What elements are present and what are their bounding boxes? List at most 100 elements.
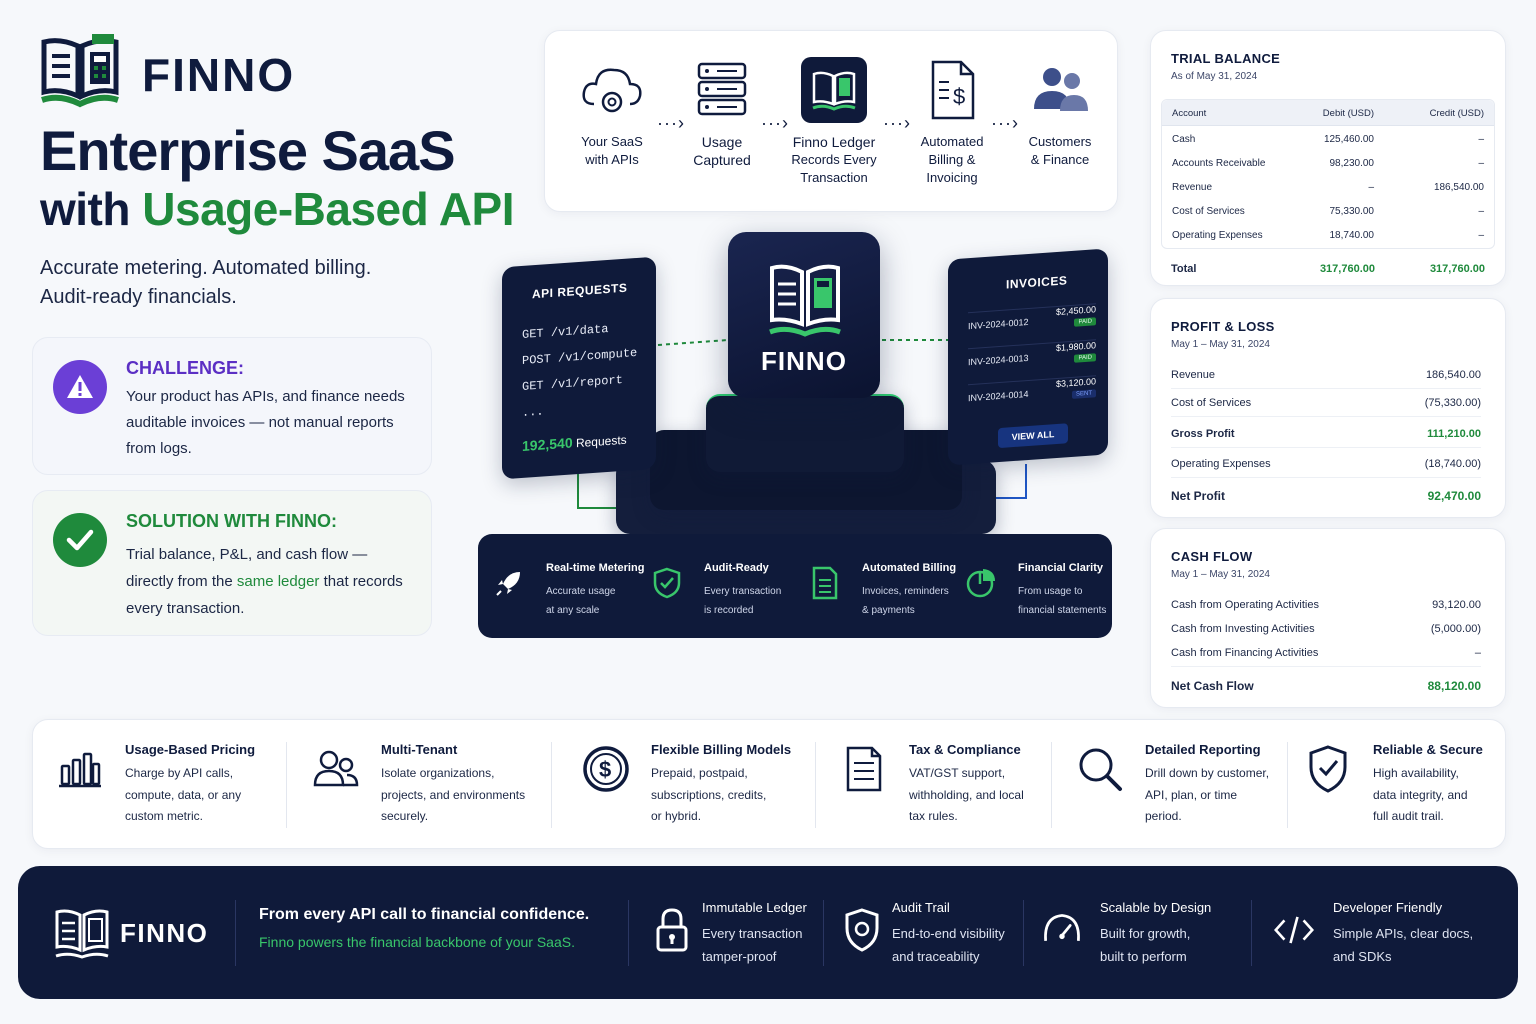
challenge-heading: CHALLENGE:	[126, 358, 244, 378]
pl-row: Operating Expenses(18,740.00)	[1171, 450, 1481, 478]
feature-title: Tax & Compliance	[909, 742, 1021, 757]
flow-step-line-2: with APIs	[585, 152, 639, 167]
api-path: /v1/data	[550, 321, 609, 340]
code-icon	[1274, 906, 1314, 954]
gauge-icon	[1042, 906, 1082, 954]
footer-item-desc-line: tamper-proof	[702, 948, 777, 964]
profit-loss-title: PROFIT & LOSS	[1171, 319, 1275, 334]
bar-chart-icon	[55, 744, 105, 794]
feature-title: Usage-Based Pricing	[125, 742, 256, 757]
api-path: /v1/report	[550, 372, 623, 392]
tagline-line-2: Audit-ready financials.	[40, 286, 237, 308]
footer-item-desc: Built for growth,built to perform	[1100, 923, 1190, 968]
feature-desc-line: Charge by API calls,	[125, 766, 234, 780]
cf-row: Cash from Financing Activities–	[1171, 639, 1481, 667]
dollar-coin-icon: $	[581, 744, 631, 794]
footer-item-desc-line: built to perform	[1100, 948, 1187, 964]
ledger-icon	[801, 57, 867, 123]
divider	[1287, 742, 1288, 828]
feature-title: Multi-Tenant	[381, 742, 458, 757]
column-header: Debit (USD)	[1322, 108, 1374, 119]
footer-item-desc-line: and SDKs	[1333, 948, 1392, 964]
cf-label: Cash from Investing Activities	[1171, 623, 1315, 635]
pl-label: Gross Profit	[1171, 428, 1235, 440]
feature-desc-line: Prepaid, postpaid,	[651, 766, 748, 780]
finno-core-tile: FINNO	[728, 232, 880, 398]
feature-desc-line: High availability,	[1373, 766, 1459, 780]
divider	[1023, 900, 1024, 966]
flow-step-line-1: Finno Ledger	[792, 134, 876, 150]
users-icon	[1027, 57, 1093, 123]
invoice-id: INV-2024-0013	[968, 352, 1029, 368]
check-circle-icon	[53, 513, 107, 567]
feature-desc: Charge by API calls,compute, data, or an…	[125, 763, 241, 828]
solution-card: SOLUTION WITH FINNO: Trial balance, P&L,…	[32, 490, 432, 636]
debit-value: 125,460.00	[1323, 134, 1374, 145]
solution-body-1: Trial balance, P&L, and cash flow — dire…	[126, 546, 368, 590]
challenge-card: CHALLENGE: Your product has APIs, and fi…	[32, 337, 432, 475]
capability-desc-line: & payments	[862, 605, 915, 616]
profit-loss-subtitle: May 1 – May 31, 2024	[1171, 339, 1270, 350]
view-all-button[interactable]: VIEW ALL	[998, 423, 1068, 449]
flow-step-line-2: Records Every	[791, 152, 877, 167]
pl-row: Cost of Services(75,330.00)	[1171, 389, 1481, 417]
rocket-icon	[492, 566, 526, 600]
divider	[815, 742, 816, 828]
feature-desc: Prepaid, postpaid,subscriptions, credits…	[651, 763, 766, 828]
feature-desc-line: period.	[1145, 809, 1182, 823]
platform-tier	[706, 394, 904, 472]
tagline-line-1: Accurate metering. Automated billing.	[40, 257, 372, 279]
feature-title: Flexible Billing Models	[651, 742, 792, 757]
http-method: GET	[522, 326, 544, 342]
server-icon	[689, 57, 755, 123]
request-count-value: 192,540	[522, 434, 573, 454]
divider	[286, 742, 287, 828]
footer-banner: FINNO From every API call to financial c…	[18, 866, 1518, 999]
cf-row: Cash from Investing Activities(5,000.00)	[1171, 615, 1481, 643]
total-debit: 317,760.00	[1319, 263, 1375, 275]
pl-value: (18,740.00)	[1424, 458, 1481, 470]
capability-desc-line: From usage to	[1018, 586, 1083, 597]
footer-item-desc-line: End-to-end visibility	[892, 926, 1005, 941]
http-method: POST	[522, 351, 551, 368]
api-panel-title: API REQUESTS	[532, 280, 628, 302]
capability-title: Real-time Metering	[546, 562, 645, 574]
ledger-icon	[768, 258, 842, 343]
divider	[551, 742, 552, 828]
feature-item: $ Flexible Billing Models Prepaid, postp…	[559, 720, 815, 850]
pl-label: Cost of Services	[1171, 397, 1252, 409]
feature-desc: Drill down by customer,API, plan, or tim…	[1145, 763, 1269, 828]
flow-step-line-3: Transaction	[800, 170, 868, 185]
feature-desc-line: tax rules.	[909, 809, 958, 823]
credit-value: –	[1478, 230, 1484, 241]
solution-heading: SOLUTION WITH FINNO:	[126, 511, 337, 531]
pie-chart-icon	[964, 566, 998, 600]
hero-subtitle-prefix: with	[40, 183, 143, 235]
credit-value: –	[1478, 158, 1484, 169]
divider	[1051, 742, 1052, 828]
status-badge: PAID	[1074, 317, 1096, 327]
capability-desc-line: Every transaction	[704, 586, 782, 597]
footer-item-title: Audit Trail	[892, 900, 950, 915]
trial-balance-card: TRIAL BALANCE As of May 31, 2024 Account…	[1150, 30, 1506, 286]
invoice-id: INV-2024-0014	[968, 388, 1029, 404]
flow-step-line-2: Captured	[693, 152, 751, 168]
feature-title: Detailed Reporting	[1145, 742, 1261, 757]
flow-arrow-icon: ···›	[883, 113, 911, 133]
account-name: Revenue	[1172, 182, 1213, 193]
brand-name: FINNO	[142, 49, 296, 101]
finno-logo-icon	[54, 906, 110, 960]
feature-desc-line: API, plan, or time	[1145, 787, 1238, 802]
